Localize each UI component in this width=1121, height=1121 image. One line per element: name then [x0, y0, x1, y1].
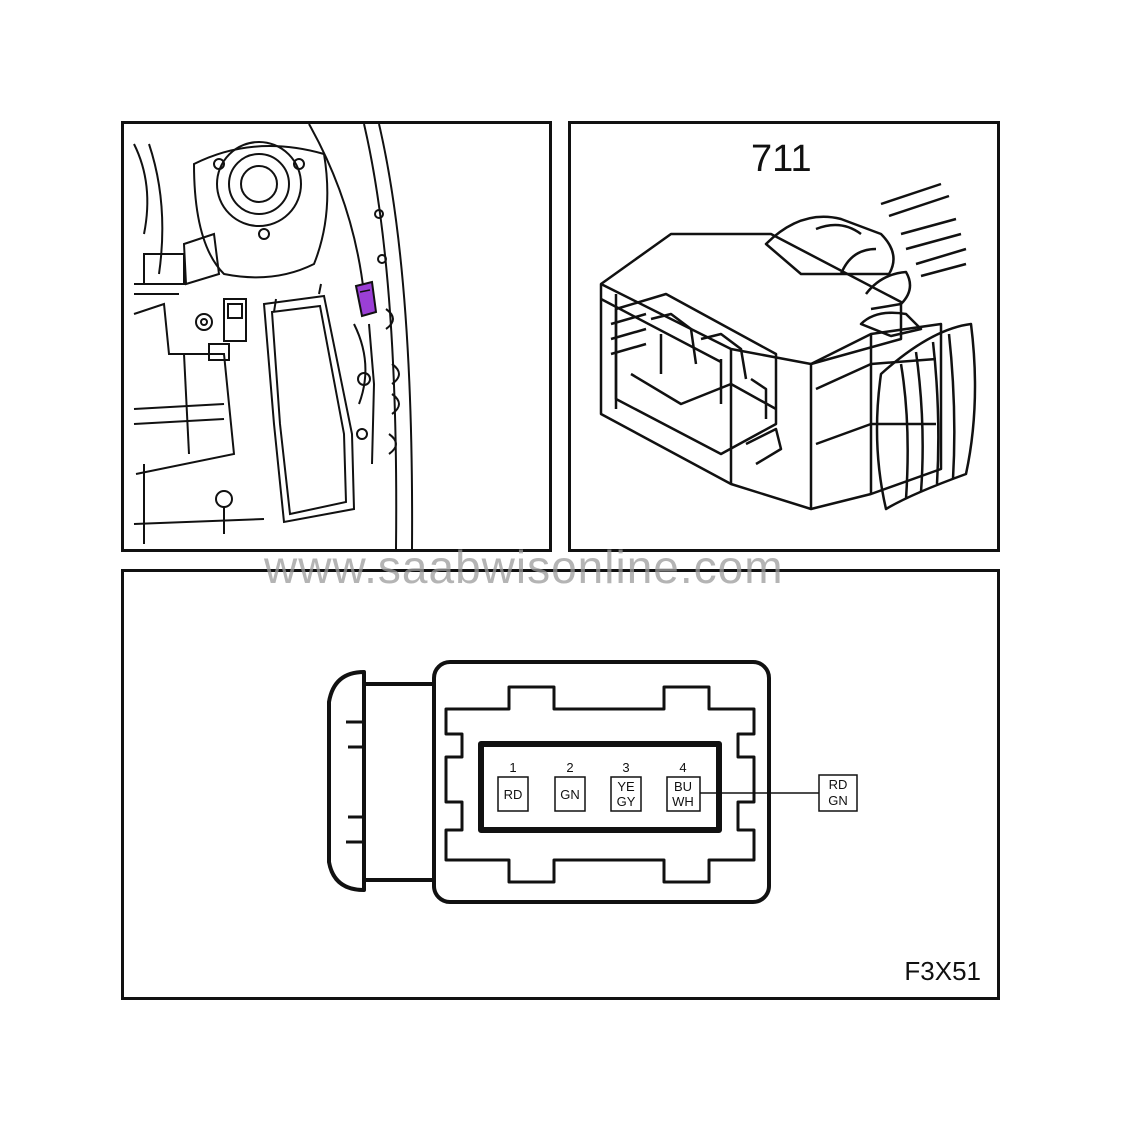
pinout-panel: 1 2 3 4 RD GN YE GY BU WH RD GN F3X51: [121, 569, 1000, 1000]
pin-3-number: 3: [622, 760, 629, 775]
pin-4-wire-bottom: WH: [672, 794, 694, 809]
connector-grip: [327, 670, 366, 892]
pin-1-wire: RD: [504, 787, 523, 802]
figure-code: F3X51: [904, 956, 981, 986]
pin-3-box: [610, 776, 642, 812]
connector-panel: 711: [568, 121, 1000, 552]
connector-number: 711: [751, 138, 812, 180]
connector-neck: [362, 682, 436, 882]
pin-3-wire-bottom: GY: [617, 794, 636, 809]
pin-2-box: [554, 776, 586, 812]
pin-1-number: 1: [509, 760, 516, 775]
watermark: www.saabwisonline.com: [264, 541, 784, 593]
pinout-diagram: 1 2 3 4 RD GN YE GY BU WH RD GN: [327, 660, 858, 904]
pin-field: [478, 741, 722, 833]
connector-housing: [432, 660, 771, 904]
engine-bay-illustration: [133, 124, 414, 549]
pin-2-wire: GN: [560, 787, 580, 802]
pin-4-box: [666, 776, 701, 812]
callout-box: [818, 774, 858, 812]
highlighted-connector-711: [354, 280, 378, 318]
pin-4-wire-top: BU: [674, 779, 692, 794]
connector-3d-illustration: [599, 182, 977, 511]
pin-4-number: 4: [679, 760, 686, 775]
pin-1-box: [497, 776, 529, 812]
pin-2-number: 2: [566, 760, 573, 775]
pin-3-wire-top: YE: [617, 779, 635, 794]
callout-wire-top: RD: [829, 777, 848, 792]
callout-wire-bottom: GN: [828, 793, 848, 808]
location-panel: [121, 121, 552, 552]
